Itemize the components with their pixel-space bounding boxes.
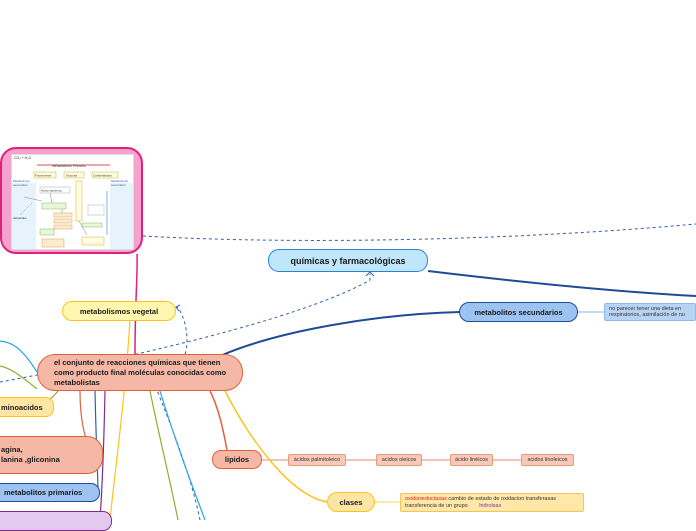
note-clases[interactable]: oxidorreductasas cambio de estado de oxi… bbox=[400, 493, 584, 512]
lipidos-child-linoleicos[interactable]: acidos linoleicos bbox=[521, 454, 574, 466]
node-lipidos[interactable]: lipidos bbox=[212, 450, 262, 469]
note-metabolitos-secundarios[interactable]: no parecer tener una dieta en respirator… bbox=[604, 303, 696, 321]
note-clases-line-1: oxidorreductasas cambio de estado de oxi… bbox=[405, 496, 556, 503]
diagram-left-label-1: Metabolismo bbox=[13, 179, 30, 183]
lipidos-child-lineicos[interactable]: ácido linéicos bbox=[450, 454, 493, 466]
lipidos-child-palmitoleico[interactable]: ácidos palmitoleico bbox=[288, 454, 346, 466]
diagram-box-2: Glucosa bbox=[66, 174, 77, 178]
node-main-conjunto-reacciones[interactable]: el conjunto de reacciones químicas que t… bbox=[37, 354, 243, 391]
node-aminoacidos[interactable]: minoacidos bbox=[0, 397, 54, 417]
lipidos-child-3-label: acidos linoleicos bbox=[527, 457, 568, 463]
diagram-left-list: Alcaloides bbox=[13, 216, 27, 220]
node-clases[interactable]: clases bbox=[327, 492, 375, 512]
node-metabolitos-primarios-label: metabolitos primarios bbox=[4, 488, 83, 497]
node-metabolitos-primarios[interactable]: metabolitos primarios bbox=[0, 483, 100, 502]
node-asparagina-line-1: agina, bbox=[1, 445, 23, 454]
metabolism-diagram-image: CO₂ + H₂O Metabolismo Primario Fotosínte… bbox=[11, 154, 134, 250]
node-metabolismos-vegetal[interactable]: metabolismos vegetal bbox=[62, 301, 176, 321]
note-metabolitos-line-1: no parecer tener una dieta en bbox=[609, 306, 682, 312]
diagram-header: Metabolismo Primario bbox=[52, 164, 86, 168]
note-metabolitos-line-2: respiratorios, asimilación de nu bbox=[609, 312, 685, 318]
diagram-right-label-2: secundario bbox=[111, 183, 126, 187]
note-clases-line-2: transferencia de un grupo hidrolsas bbox=[405, 503, 501, 510]
node-clases-label: clases bbox=[339, 497, 363, 507]
diagram-box-1: Fotosíntesis bbox=[35, 174, 52, 178]
lipidos-child-0-label: ácidos palmitoleico bbox=[293, 457, 341, 463]
diagram-mid-label: Ácido siquímico bbox=[41, 189, 62, 193]
node-metabolitos-secundarios-label: metabolitos secundarios bbox=[474, 307, 563, 317]
diagram-formula: CO₂ + H₂O bbox=[14, 156, 31, 160]
node-metabolitos-secundarios[interactable]: metabolitos secundarios bbox=[459, 302, 578, 322]
node-main-label: el conjunto de reacciones químicas que t… bbox=[54, 357, 227, 387]
diagram-right-label-1: Metabolismo bbox=[111, 179, 128, 183]
node-metabolismos-vegetal-label: metabolismos vegetal bbox=[79, 306, 159, 316]
node-purple-partial[interactable] bbox=[0, 511, 112, 531]
note-clases-purple-term: hidrolsas bbox=[479, 502, 502, 509]
note-clases-rest: cambio de estado de oxidacion transferas… bbox=[446, 495, 557, 502]
metabolism-diagram-image-node[interactable]: CO₂ + H₂O Metabolismo Primario Fotosínte… bbox=[0, 147, 143, 254]
diagram-box-3: Carbohidratos bbox=[93, 174, 112, 178]
lipidos-child-oleicos[interactable]: acidos oleicos bbox=[376, 454, 422, 466]
node-quimicas-label: químicas y farmacológicas bbox=[290, 255, 406, 266]
node-quimicas-farmacologicas[interactable]: químicas y farmacológicas bbox=[268, 249, 428, 272]
note-clases-red-term: oxidorreductasas bbox=[405, 495, 447, 502]
node-asparagina[interactable]: agina, lanina ,gliconina bbox=[0, 436, 103, 474]
diagram-left-label-2: secundario bbox=[13, 183, 28, 187]
node-asparagina-line-2: lanina ,gliconina bbox=[1, 455, 60, 464]
lipidos-child-1-label: acidos oleicos bbox=[381, 457, 417, 463]
lipidos-child-2-label: ácido linéicos bbox=[454, 457, 489, 463]
node-lipidos-label: lipidos bbox=[224, 455, 250, 464]
note-clases-line-2-text: transferencia de un grupo bbox=[405, 502, 468, 509]
node-aminoacidos-label: minoacidos bbox=[1, 402, 43, 412]
metabolism-diagram-graphic: CO₂ + H₂O Metabolismo Primario Fotosínte… bbox=[12, 156, 133, 249]
